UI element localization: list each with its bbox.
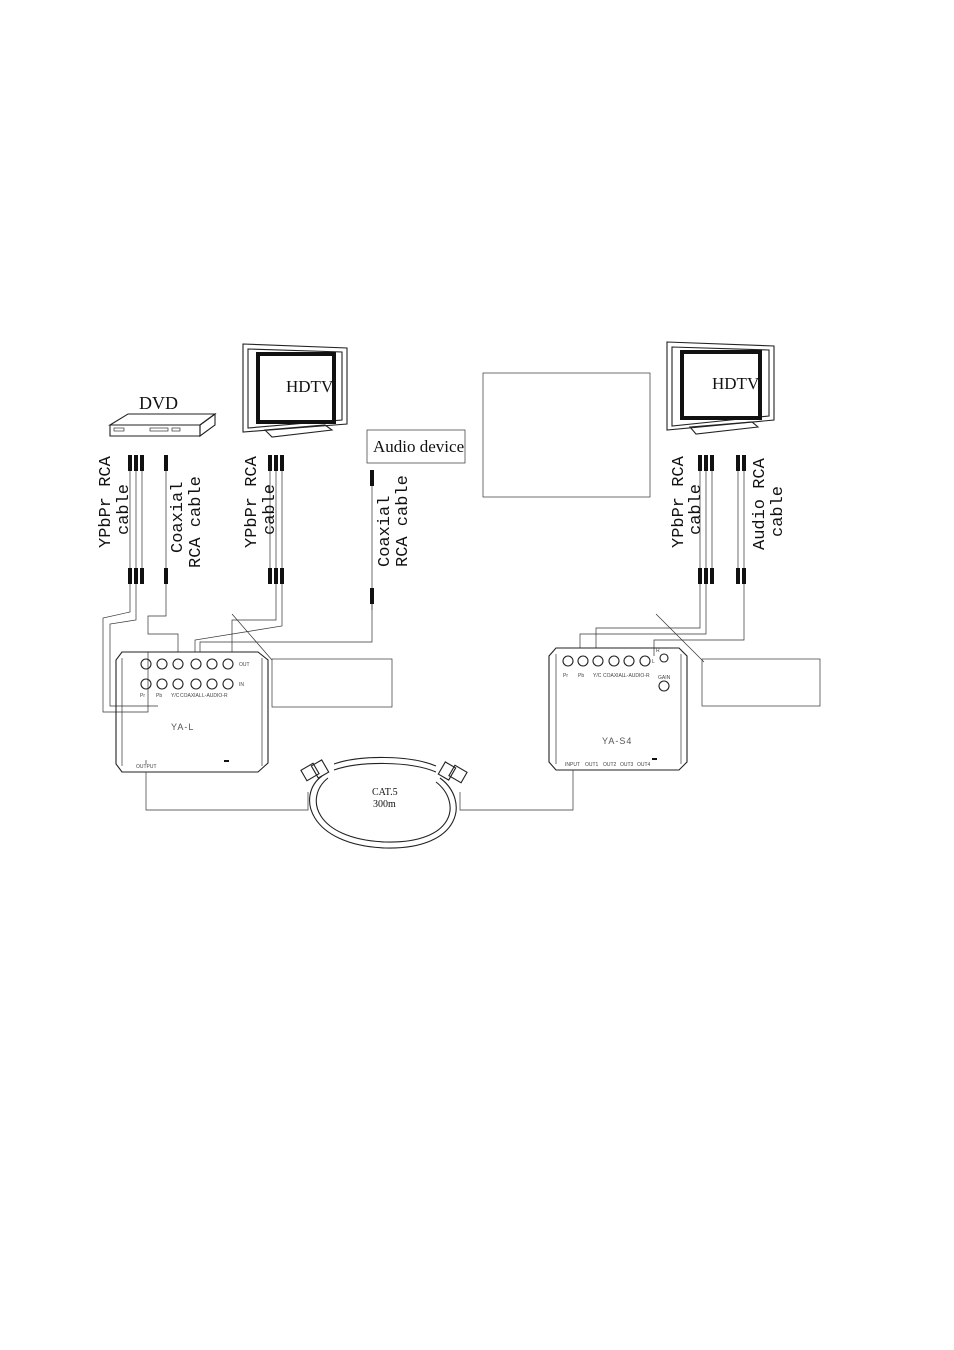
ypbpr-cable-1: YPbPr RCA cable — [97, 455, 144, 584]
audio-device-label: Audio device — [373, 437, 464, 456]
rx-port-pr: Pr — [563, 673, 568, 679]
note-box-left — [271, 658, 393, 708]
transmitter-ya-l: Pr Pb Y/C COAXIAL L-AUDIO-R OUT IN YA-L … — [115, 651, 269, 773]
tx-port-pb: Pb — [156, 693, 162, 699]
tx-model: YA-L — [171, 722, 194, 732]
coaxial-cable-2-label-line1: Coaxial — [376, 496, 395, 567]
ypbpr-cable-2: YPbPr RCA cable — [243, 455, 284, 584]
rj45-plug-left — [300, 759, 330, 782]
tx-port-yc: Y/C — [171, 693, 180, 699]
ypbpr-cable-2-label-line2: cable — [261, 484, 280, 535]
ypbpr-cable-2-label-line1: YPbPr RCA — [243, 455, 262, 548]
tx-port-audio: L-AUDIO-R — [202, 693, 228, 699]
tx-side-out: OUT — [239, 662, 250, 668]
coaxial-cable-1-label-line1: Coaxial — [169, 482, 188, 553]
audio-cable: Audio RCA cable — [736, 455, 788, 584]
receiver-ya-s4: Pr Pb Y/C COAXIAL L-AUDIO-R R L GAIN YA-… — [548, 647, 688, 771]
coaxial-cable-2: Coaxial RCA cable — [370, 470, 413, 610]
hdtv-left: HDTV — [242, 343, 348, 438]
rx-input-label: INPUT — [565, 762, 580, 768]
rx-out1-label: OUT1 — [585, 762, 599, 768]
hdtv-right-label: HDTV — [712, 374, 760, 393]
ypbpr-cable-3-label-line2: cable — [687, 484, 706, 535]
rx-port-yc: Y/C — [593, 673, 602, 679]
ypbpr-cable-1-label-line2: cable — [115, 484, 134, 535]
rx-side-gain: GAIN — [658, 675, 671, 681]
rx-out4-label: OUT4 — [637, 762, 651, 768]
rj45-plug-right — [437, 761, 468, 784]
tx-port-coaxial: COAXIAL — [180, 693, 202, 699]
coaxial-cable-2-label-line2: RCA cable — [394, 475, 413, 567]
ypbpr-cable-3: YPbPr RCA cable — [670, 455, 714, 584]
audio-device: Audio device — [366, 429, 466, 464]
rx-out2-label: OUT2 — [603, 762, 617, 768]
coaxial-cable-1: Coaxial RCA cable — [164, 455, 206, 584]
cat5-cable: CAT.5 300m — [145, 756, 574, 849]
dvd-label: DVD — [139, 393, 178, 413]
tx-port-pr: Pr — [140, 693, 145, 699]
blank-panel — [482, 372, 651, 498]
rx-model: YA-S4 — [602, 736, 632, 746]
ypbpr-cable-3-label-line1: YPbPr RCA — [670, 455, 689, 548]
rx-port-pb: Pb — [578, 673, 584, 679]
rx-side-r: R — [656, 648, 660, 654]
rx-out3-label: OUT3 — [620, 762, 634, 768]
cat5-label-line1: CAT.5 — [372, 787, 398, 798]
rx-port-coaxial: COAXIAL — [603, 673, 625, 679]
dvd-player: DVD — [108, 393, 217, 438]
cat5-label-line2: 300m — [373, 799, 396, 810]
hdtv-right: HDTV — [666, 341, 775, 435]
coaxial-cable-1-label-line2: RCA cable — [187, 476, 206, 568]
routing-lines-left — [102, 584, 373, 713]
tx-output-label: OUTPUT — [136, 764, 157, 770]
rx-side-l: L — [652, 659, 655, 665]
ypbpr-cable-1-label-line1: YPbPr RCA — [97, 455, 116, 548]
audio-cable-label-line2: cable — [769, 486, 788, 537]
note-box-right — [701, 658, 821, 707]
audio-cable-label-line1: Audio RCA — [751, 457, 770, 550]
rx-port-audio: L-AUDIO-R — [624, 673, 650, 679]
routing-lines-right — [579, 584, 745, 663]
hdtv-left-label: HDTV — [286, 377, 334, 396]
tx-side-in: IN — [239, 682, 244, 688]
